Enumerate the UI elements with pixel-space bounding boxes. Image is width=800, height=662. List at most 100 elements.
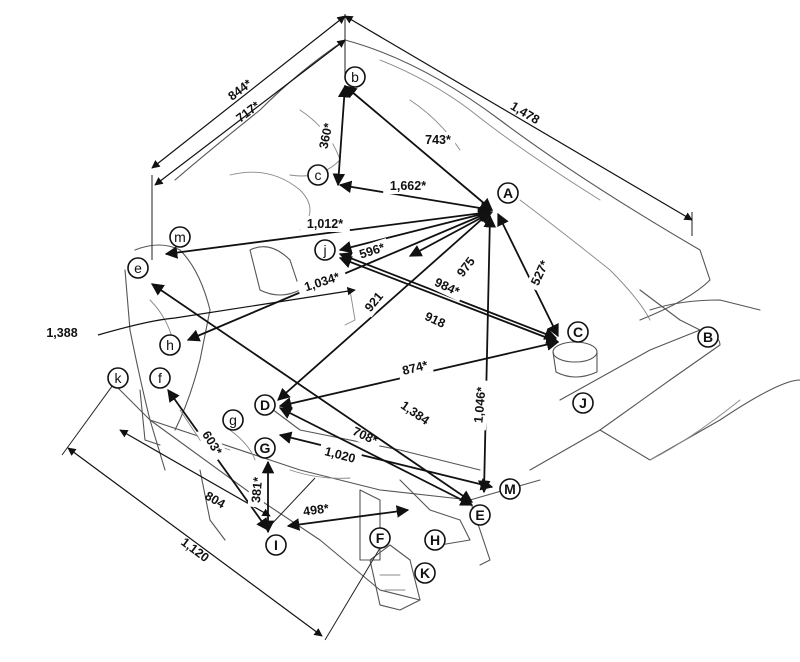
point-marker <box>107 367 129 389</box>
point-label: J <box>579 395 587 411</box>
measurement-label-A-b: 743* <box>425 133 451 147</box>
point-label: B <box>703 329 713 345</box>
dim-left-inner-label: 717* <box>234 99 263 126</box>
measurement-I-F <box>286 505 410 531</box>
measurement-D-E <box>278 407 474 506</box>
point-m: m <box>169 226 191 248</box>
point-marker <box>497 182 519 204</box>
point-label: A <box>503 185 513 201</box>
measurement-G-M <box>278 431 494 491</box>
point-marker <box>567 321 589 343</box>
point-K: K <box>414 562 436 584</box>
point-J: J <box>572 392 594 414</box>
measurement-label-bg <box>393 394 437 432</box>
measurement-label-bg <box>247 472 267 508</box>
measurement-b-c <box>332 84 351 187</box>
point-label: m <box>174 229 186 245</box>
point-marker <box>127 257 149 279</box>
point-label: K <box>420 565 430 581</box>
measurement-label-b-c: 360* <box>316 122 335 150</box>
point-label: E <box>475 507 484 523</box>
dim-804-label: 804 <box>202 489 227 512</box>
point-marker <box>344 66 366 88</box>
point-marker <box>265 534 287 556</box>
point-label: e <box>134 260 142 276</box>
point-marker <box>254 394 276 416</box>
dim-1388-label: 1,388 <box>46 326 77 340</box>
measurement-label-bg <box>297 499 335 521</box>
point-c: c <box>307 164 329 186</box>
point-label: b <box>351 69 359 85</box>
measurement-label-I-F: 498* <box>302 501 330 518</box>
point-marker <box>424 529 446 551</box>
dim-1120-label: 1,120 <box>178 535 211 565</box>
point-M: M <box>499 478 521 500</box>
point-label: D <box>260 397 270 413</box>
dim-top-label: 1,478 <box>508 99 542 127</box>
dim-1120-line <box>67 447 323 637</box>
measurement-label-bg <box>196 424 228 462</box>
point-label: M <box>504 481 516 497</box>
dim-1388-line <box>97 287 356 336</box>
point-label: I <box>274 537 278 553</box>
point-marker <box>159 334 181 356</box>
point-F: F <box>369 527 391 549</box>
measurement-label-bg <box>317 441 363 469</box>
point-A: A <box>497 182 519 204</box>
measurement-label-G-I: 381* <box>249 476 265 503</box>
point-E: E <box>469 504 491 526</box>
point-label: H <box>430 532 440 548</box>
point-B: B <box>697 326 719 348</box>
point-H: H <box>424 529 446 551</box>
measurement-label-bg <box>314 117 338 155</box>
measurement-label-D-C: 874* <box>401 358 429 378</box>
measurement-label-A-e: 1,034* <box>303 270 342 295</box>
point-D: D <box>254 394 276 416</box>
point-j: j <box>314 239 336 261</box>
point-marker <box>572 392 594 414</box>
measurement-A-b <box>344 85 493 211</box>
point-k: k <box>107 367 129 389</box>
point-label: j <box>322 242 326 258</box>
measurement-A-C <box>497 212 559 338</box>
point-f: f <box>149 367 171 389</box>
point-b: b <box>344 66 366 88</box>
point-label: k <box>115 370 123 386</box>
point-label: f <box>158 370 162 386</box>
point-marker <box>499 478 521 500</box>
point-marker <box>307 164 329 186</box>
point-G: G <box>254 437 276 459</box>
reference-points: A B C D E F G H I J K Mb c e f g h j k m <box>107 66 719 584</box>
point-marker <box>369 527 391 549</box>
measurement-label-bg <box>420 132 456 148</box>
point-g: g <box>222 409 244 431</box>
point-marker <box>169 226 191 248</box>
point-marker <box>414 562 436 584</box>
point-h: h <box>159 334 181 356</box>
point-marker <box>469 504 491 526</box>
point-marker <box>254 437 276 459</box>
measurement-A-h <box>408 211 494 257</box>
point-label: g <box>229 412 237 428</box>
point-label: F <box>376 530 385 546</box>
point-marker <box>222 409 244 431</box>
point-e: e <box>127 257 149 279</box>
point-marker <box>314 239 336 261</box>
measurement-label-A-c: 1,662* <box>390 179 426 193</box>
point-label: C <box>573 324 583 340</box>
dim-left-inner-line <box>154 39 346 186</box>
point-label: c <box>315 167 322 183</box>
measurement-A-E <box>477 214 497 494</box>
point-label: G <box>260 440 271 456</box>
point-marker <box>697 326 719 348</box>
point-I: I <box>265 534 287 556</box>
point-marker <box>149 367 171 389</box>
measurement-label-e-E: 1,384 <box>398 398 432 427</box>
measurement-label-A-m: 1,012* <box>307 217 343 231</box>
point-C: C <box>567 321 589 343</box>
dim-top-line <box>344 15 693 221</box>
point-label: h <box>166 337 174 353</box>
